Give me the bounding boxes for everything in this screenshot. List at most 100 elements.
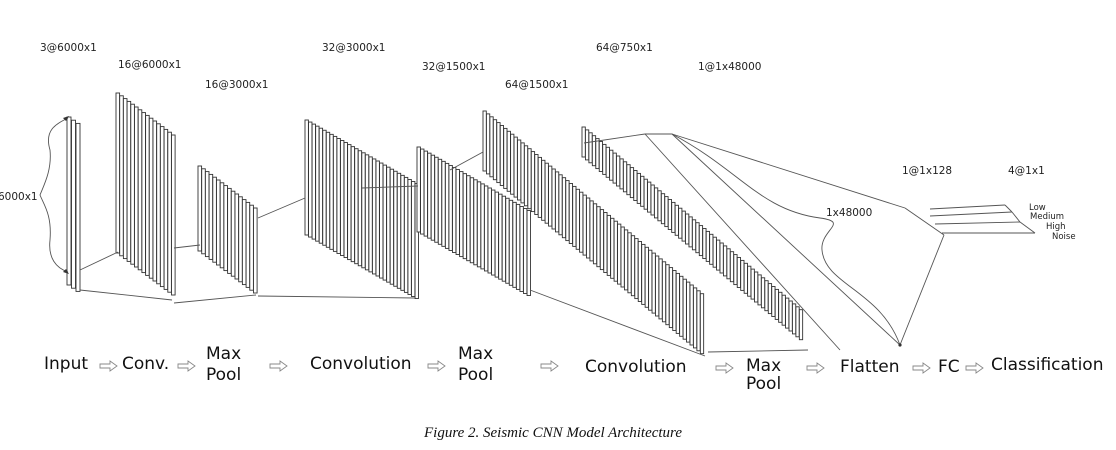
conv2-feature-map [396, 172, 402, 289]
conv3-feature-map [679, 275, 684, 337]
conv3-feature-map [527, 148, 532, 210]
pool2-feature-map [469, 177, 475, 264]
conv2-feature-map [386, 166, 391, 283]
pool3-feature-map [702, 228, 707, 259]
pool2-feature-map [434, 156, 439, 243]
arrow-pool3-flatten [806, 362, 825, 374]
conv1-feature-map [145, 114, 150, 276]
conv2-feature-map [354, 148, 359, 265]
conv1-shape-label: 16@6000x1 [118, 59, 181, 71]
pool3-feature-map [757, 274, 762, 306]
conv3-feature-map [658, 258, 663, 320]
pool1-feature-map [223, 185, 228, 272]
conv3-feature-map [486, 113, 491, 175]
pool2-feature-map [423, 150, 428, 237]
conv2-pool2-top-line [361, 185, 419, 189]
conv1-feature-map [119, 95, 124, 257]
stage-label-input: Input [44, 354, 88, 374]
pool3-feature-map [643, 178, 648, 210]
conv2-feature-map [393, 170, 398, 287]
input-brace-arrowhead-top [63, 116, 69, 121]
stage-arrows [99, 360, 984, 374]
conv3-feature-map [541, 159, 546, 221]
conv3-feature-map [503, 127, 508, 189]
output-label-noise: Noise [1052, 232, 1076, 242]
conv3-feature-map [610, 217, 615, 279]
conv2-feature-map [340, 140, 345, 256]
pool3-feature-map [650, 184, 655, 216]
arrow-pool1-conv2 [269, 360, 288, 372]
conv2-feature-map [372, 158, 377, 275]
pool3-feature-map [616, 155, 621, 187]
conv3-feature-map [675, 272, 680, 334]
pool2-feature-map [420, 148, 425, 235]
pool2-feature-map [473, 179, 478, 266]
arrow-flatten-fc [912, 362, 931, 374]
pool3-feature-map [774, 288, 779, 320]
conv3-feature-map [603, 212, 608, 273]
conv2-feature-map [315, 125, 320, 242]
conv1-feature-map [122, 98, 128, 260]
pool3-feature-map [654, 187, 659, 219]
conv3-feature-map [579, 191, 584, 253]
input-conv1-bottom-line [79, 289, 173, 301]
pool3-feature-map [767, 283, 773, 315]
conv3-feature-map [624, 229, 629, 291]
fc-shape-label: 1@1x128 [902, 165, 952, 177]
pool3-feature-map [605, 146, 610, 178]
arrow-fc-classification [965, 362, 984, 374]
pool3-feature-map [788, 300, 793, 332]
arrow-conv3-pool3 [715, 362, 734, 374]
conv3-feature-map [613, 220, 618, 282]
conv3-feature-map [699, 293, 705, 355]
stage-label-pool1-line2: Pool [206, 365, 241, 385]
conv1-pool1-bottom-line [173, 294, 257, 304]
conv3-feature-map [620, 226, 625, 288]
conv3-feature-map [582, 194, 587, 256]
pool1-feature-map [216, 179, 221, 266]
pool3-feature-map [691, 219, 697, 251]
pool1-shape-label: 16@3000x1 [205, 79, 268, 91]
conv3-feature-map [523, 145, 529, 207]
conv2-feature-map [332, 135, 338, 252]
conv3-feature-map [655, 255, 660, 317]
pool2-conv3-bottom-line [529, 289, 706, 357]
conv3-feature-map [575, 188, 580, 250]
pool3-feature-map [626, 164, 631, 196]
pool3-stack [581, 126, 804, 341]
conv3-feature-map [627, 232, 632, 294]
pool3-feature-map [588, 132, 593, 164]
flatten-fc-top-line [671, 133, 906, 209]
fc-output-line-2 [929, 211, 1013, 217]
pool3-feature-map [595, 138, 600, 170]
pool3-shape-label: 64@750x1 [596, 42, 653, 54]
conv3-feature-map [689, 284, 694, 346]
pool2-feature-map [452, 167, 457, 253]
fc-output-line-3 [934, 221, 1021, 225]
conv2-feature-map [318, 127, 324, 244]
pool2-feature-map [508, 199, 514, 286]
pool3-feature-map [785, 297, 790, 329]
conv2-feature-map [311, 123, 316, 240]
output-box-edge-3 [1019, 221, 1036, 234]
pool3-feature-map [764, 280, 769, 312]
input-feature-map [66, 116, 72, 286]
pool3-feature-map [698, 225, 704, 257]
pool2-feature-map [430, 154, 436, 241]
conv3-feature-map [513, 136, 518, 198]
conv3-feature-map [544, 162, 549, 224]
pool3-feature-map [685, 213, 690, 245]
pool3-feature-map [760, 277, 766, 309]
conv3-feature-map [551, 168, 556, 230]
pool3-feature-map [657, 190, 662, 222]
conv2-feature-map [382, 164, 387, 281]
conv1-feature-map [115, 92, 121, 254]
conv2-feature-map [361, 152, 366, 269]
stage-label-pool2-line1: Max [458, 344, 493, 364]
pool3-feature-map [778, 291, 783, 323]
fc-output-line-1 [929, 204, 1006, 210]
pool3-feature-map [598, 141, 603, 172]
conv1-feature-map [152, 120, 158, 282]
input-stack [66, 116, 81, 292]
conv1-feature-map [141, 112, 146, 274]
